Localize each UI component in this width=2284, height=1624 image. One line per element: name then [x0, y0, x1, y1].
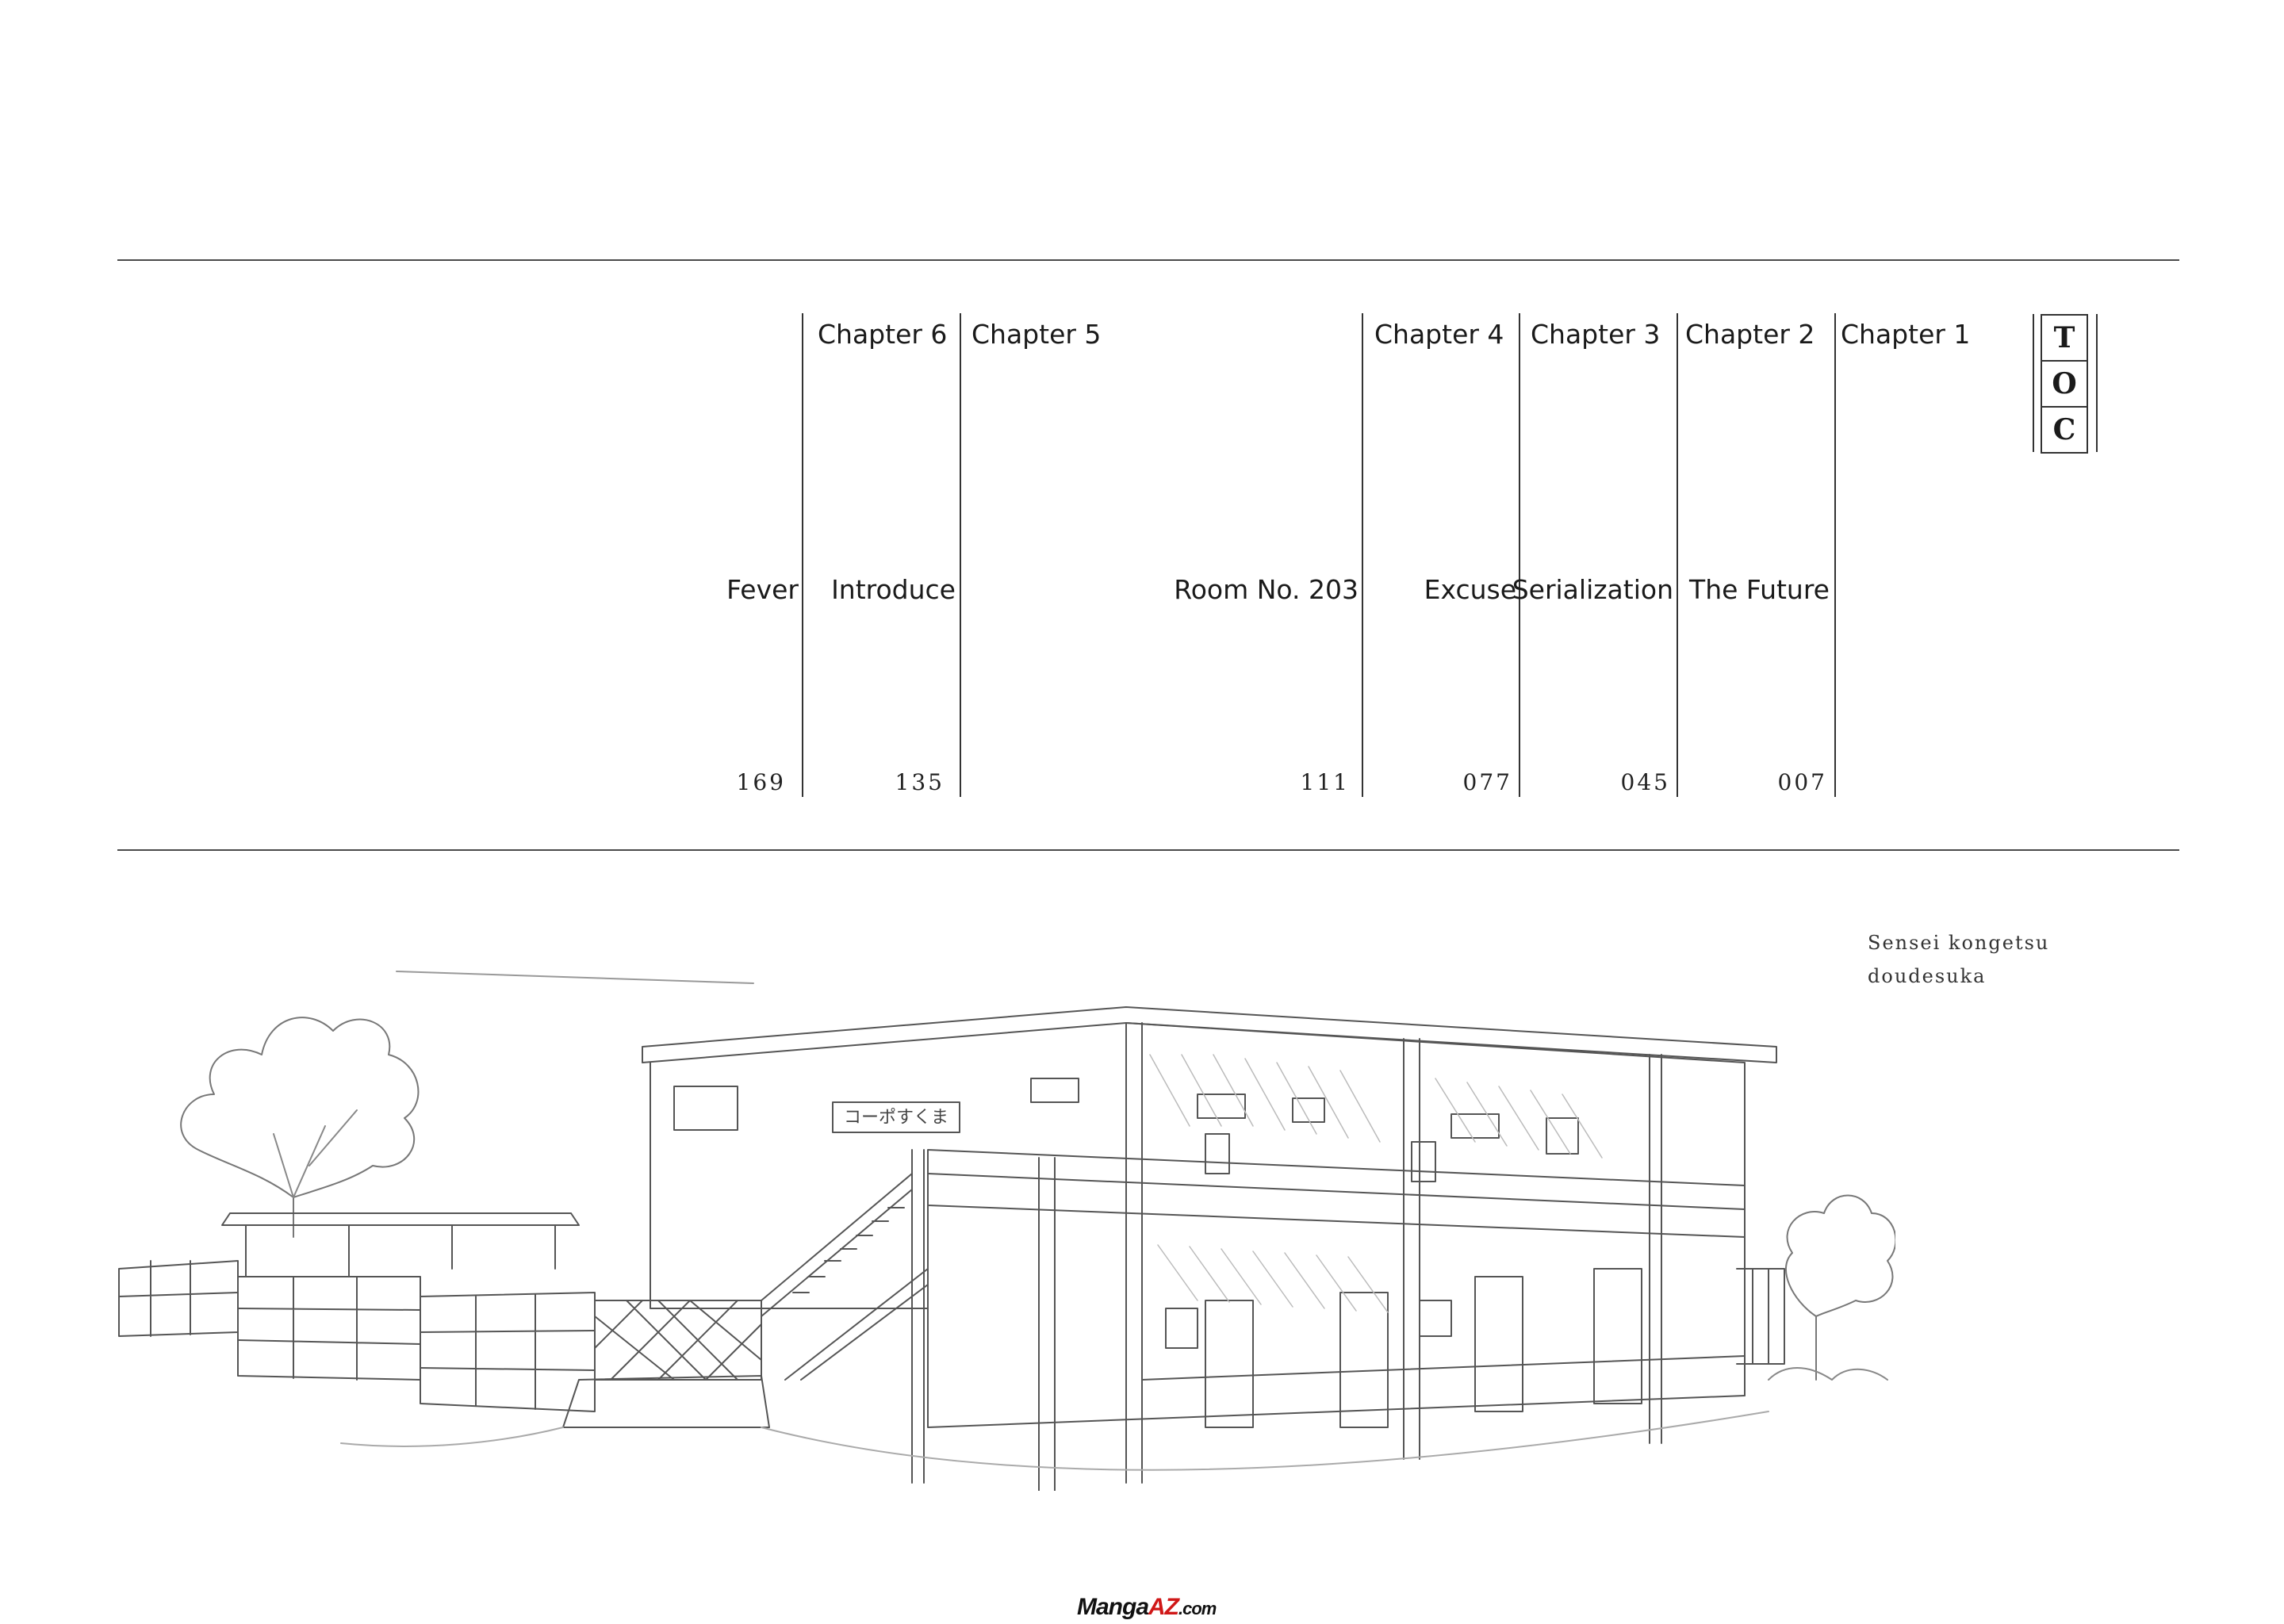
chapter-4-title: Room No. 203 [1174, 574, 1359, 605]
chapter-5-title: Introduce [831, 574, 956, 605]
subtitle-line-2: doudesuka [1868, 965, 1987, 987]
column-divider [1677, 313, 1678, 797]
watermark-brand: Manga [1077, 1594, 1149, 1620]
apartment-building-sketch: コーポすくま [118, 971, 1895, 1491]
column-divider [1519, 313, 1520, 797]
series-subtitle: Sensei kongetsu doudesuka [1868, 926, 2049, 993]
chapter-3-label: Chapter 3 [1531, 319, 1661, 350]
toc-badge: T O C [2033, 314, 2098, 454]
chapter-2-page: 045 [1620, 769, 1670, 795]
subtitle-line-1: Sensei kongetsu [1868, 932, 2050, 954]
top-rule [117, 259, 2179, 261]
toc-letter-t: T [2042, 316, 2087, 362]
chapter-6-title: Fever [726, 574, 799, 605]
chapter-5-label: Chapter 5 [971, 319, 1102, 350]
chapter-2-label: Chapter 2 [1685, 319, 1815, 350]
chapter-1-page: 007 [1777, 769, 1827, 795]
chapter-3-title: Excuse [1424, 574, 1516, 605]
column-divider [1362, 313, 1363, 797]
chapter-1-label: Chapter 1 [1841, 319, 1971, 350]
bottom-rule [117, 849, 2179, 851]
chapter-4-label: Chapter 4 [1374, 319, 1504, 350]
chapter-6-page: 169 [736, 769, 786, 795]
chapter-6-label: Chapter 6 [818, 319, 948, 350]
chapter-1-title: The Future [1689, 574, 1830, 605]
chapter-5-page: 135 [895, 769, 945, 795]
watermark-logo: MangaAZ.com [1077, 1594, 1217, 1621]
watermark-domain: .com [1178, 1599, 1217, 1618]
column-divider [1834, 313, 1836, 797]
column-divider [960, 313, 961, 797]
chapter-2-title: Serialization [1512, 574, 1673, 605]
toc-letter-o: O [2042, 362, 2087, 408]
column-divider [802, 313, 803, 797]
chapter-3-page: 077 [1462, 769, 1512, 795]
building-sign: コーポすくま [844, 1108, 948, 1128]
chapter-4-page: 111 [1300, 769, 1350, 795]
toc-letter-c: C [2052, 413, 2076, 446]
watermark-accent: AZ [1148, 1594, 1179, 1620]
